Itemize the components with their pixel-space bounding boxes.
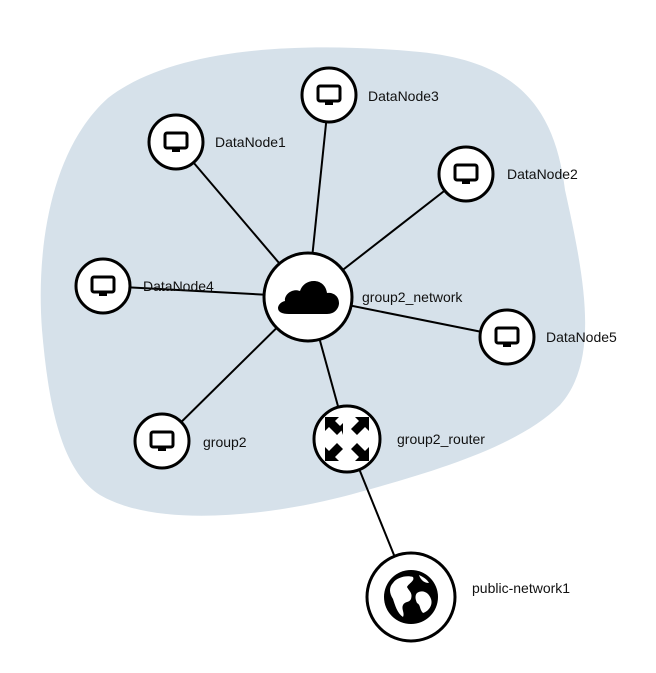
node-circle: [74, 257, 132, 315]
instance-node-datanode1[interactable]: DataNode1: [147, 113, 286, 171]
node-circle: [478, 308, 536, 366]
node-label: DataNode2: [507, 166, 578, 182]
monitor-icon: [163, 131, 189, 152]
node-label: group2_router: [397, 431, 485, 447]
instance-node-datanode3[interactable]: DataNode3: [300, 66, 439, 124]
monitor-icon: [90, 275, 116, 296]
node-label: group2_network: [362, 289, 463, 305]
instance-node-datanode4[interactable]: DataNode4: [74, 257, 214, 315]
network-node-group2-network[interactable]: group2_network: [262, 251, 463, 343]
network-node-public-network1[interactable]: public-network1: [365, 551, 570, 643]
monitor-icon: [316, 84, 342, 105]
instance-node-datanode2[interactable]: DataNode2: [437, 145, 578, 203]
node-label: DataNode5: [546, 329, 617, 345]
instance-node-group2[interactable]: group2: [133, 412, 247, 470]
node-circle: [312, 404, 382, 474]
node-label: DataNode3: [368, 88, 439, 104]
node-circle: [133, 412, 191, 470]
cloud-icon: [278, 281, 339, 314]
monitor-icon: [149, 430, 175, 451]
instance-node-datanode5[interactable]: DataNode5: [478, 308, 617, 366]
node-circle: [300, 66, 358, 124]
node-circle: [147, 113, 205, 171]
router-arrows-icon: [325, 417, 369, 461]
node-label: DataNode1: [215, 134, 286, 150]
node-label: DataNode4: [143, 278, 214, 294]
node-label: public-network1: [472, 580, 570, 596]
node-label: group2: [203, 434, 247, 450]
monitor-icon: [453, 163, 479, 184]
monitor-icon: [494, 326, 520, 347]
node-circle: [437, 145, 495, 203]
router-node-group2-router[interactable]: group2_router: [312, 404, 485, 474]
globe-icon: [384, 570, 438, 624]
